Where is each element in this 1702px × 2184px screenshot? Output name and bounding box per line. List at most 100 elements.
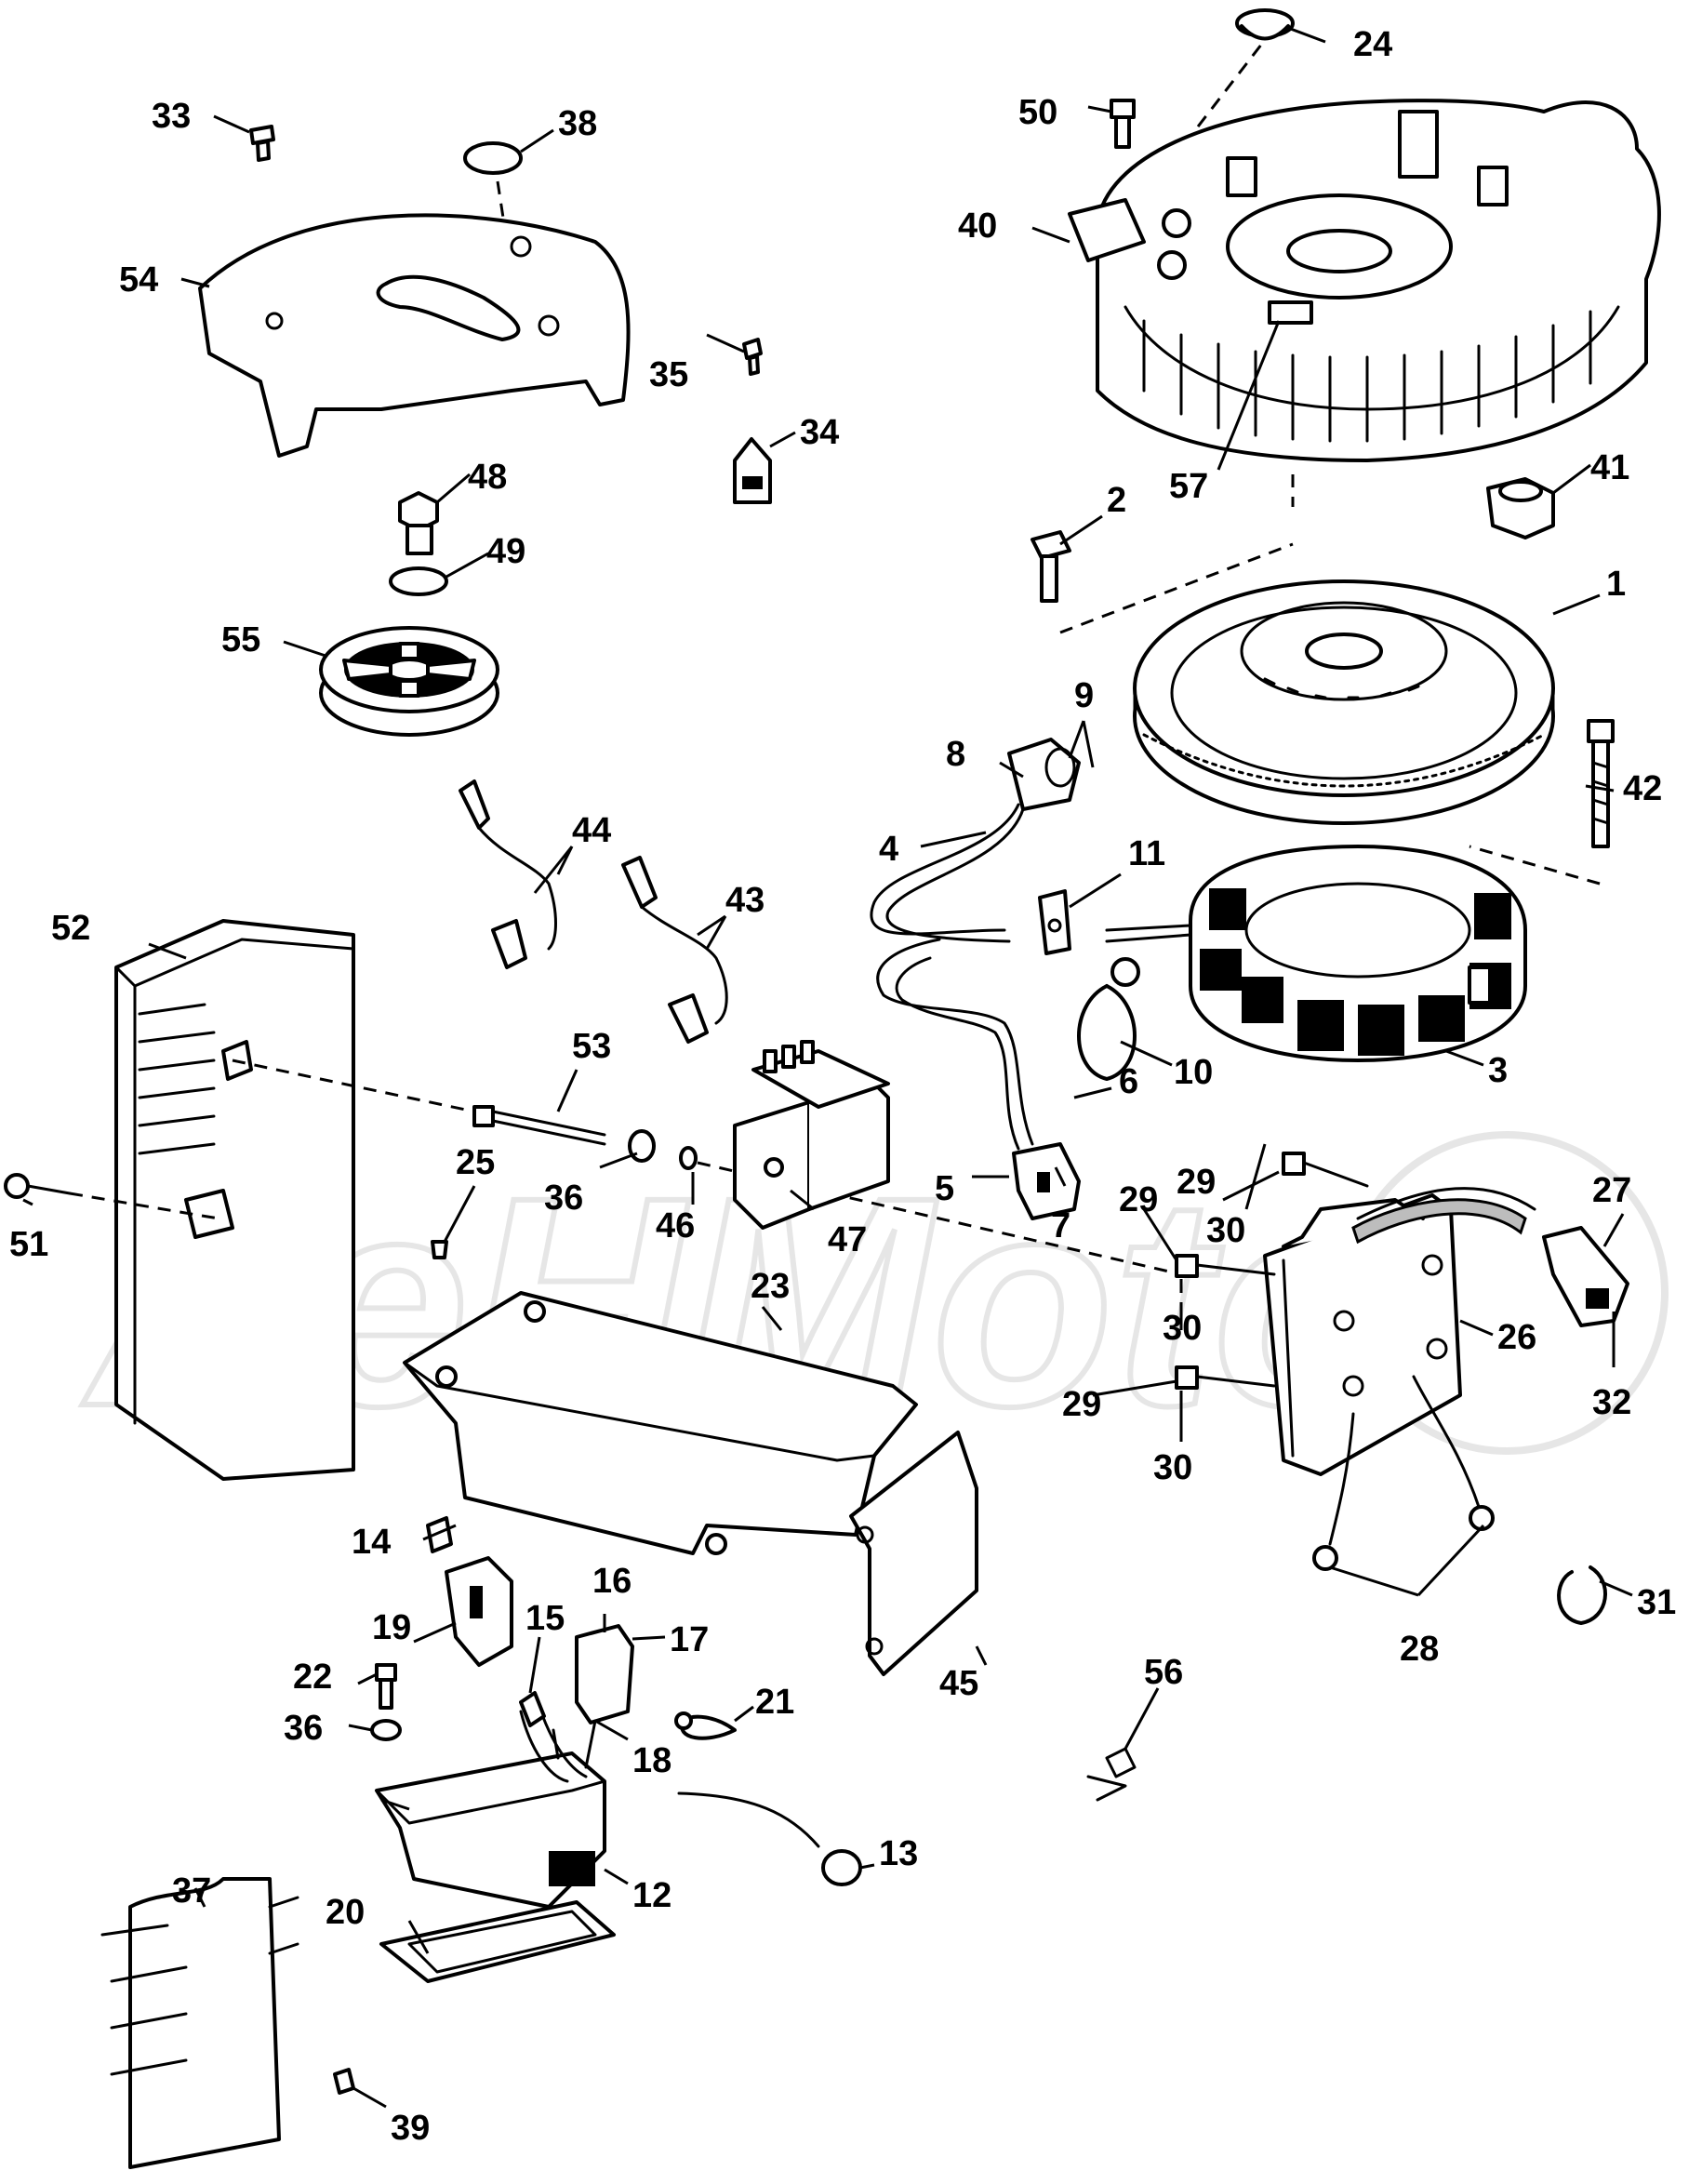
callout-2: 2	[1107, 481, 1126, 520]
callout-43: 43	[725, 881, 765, 920]
pulley-55-part	[319, 626, 499, 737]
screw-39-part	[333, 2068, 355, 2095]
callout-34: 34	[800, 413, 839, 452]
bolt-2-part	[1031, 530, 1071, 603]
screw-33-part	[249, 125, 275, 162]
plug-38-part	[463, 141, 523, 175]
flywheel-cover-part	[1068, 99, 1661, 462]
guide-42	[1469, 845, 1601, 886]
access-panel-52-part	[114, 919, 355, 1481]
leader-lines	[22, 26, 1633, 2109]
callout-52: 52	[51, 909, 90, 948]
cover-37-part	[100, 1877, 299, 2169]
tie-strap-10-part	[1077, 957, 1140, 1081]
terminal-15-part	[519, 1691, 546, 1727]
callout-41: 41	[1590, 448, 1629, 487]
spark-lead-44-part	[459, 779, 557, 969]
callout-20: 20	[326, 1893, 365, 1932]
bolt-48-part	[398, 491, 439, 555]
callout-18: 18	[632, 1741, 671, 1780]
tie-21-part	[680, 1714, 737, 1740]
connector-19-part	[445, 1556, 513, 1667]
callout-39: 39	[391, 2109, 430, 2148]
callout-11: 11	[1128, 834, 1165, 873]
screw-22-part	[375, 1663, 397, 1710]
callout-33: 33	[152, 97, 191, 136]
callout-50: 50	[1018, 93, 1057, 132]
guide-51	[69, 1192, 219, 1220]
washer-49-part	[389, 566, 448, 596]
callout-10: 10	[1174, 1053, 1213, 1092]
callout-48: 48	[468, 458, 507, 497]
callout-15: 15	[525, 1599, 565, 1638]
callout-30c: 30	[1153, 1448, 1192, 1487]
spark-lead-43-part	[621, 856, 728, 1044]
callout-28: 28	[1400, 1630, 1439, 1669]
nut-41-part	[1486, 477, 1555, 539]
callout-32: 32	[1592, 1383, 1631, 1422]
callout-4: 4	[879, 830, 898, 869]
callout-55: 55	[221, 620, 260, 659]
screw-25-part	[431, 1240, 448, 1259]
callout-22: 22	[293, 1658, 332, 1697]
callout-29c: 29	[1062, 1385, 1101, 1424]
screw-51-part	[4, 1173, 72, 1199]
callout-37: 37	[172, 1871, 211, 1911]
gasket-20-part	[379, 1900, 616, 1983]
connectors-29-30-part	[1175, 1152, 1369, 1390]
callout-30a: 30	[1206, 1211, 1245, 1250]
clamp-11-part	[1038, 889, 1071, 955]
callout-30b: 30	[1163, 1309, 1202, 1348]
callout-6: 6	[1119, 1062, 1138, 1101]
callout-21: 21	[755, 1683, 794, 1722]
callout-35: 35	[649, 355, 688, 394]
strap-31-part	[1557, 1565, 1607, 1625]
washer-36-part	[628, 1129, 656, 1163]
callout-40: 40	[958, 206, 997, 246]
stator-part	[1189, 845, 1527, 1062]
callout-49: 49	[486, 532, 525, 571]
callout-5: 5	[935, 1169, 954, 1208]
wires-15-18	[519, 1691, 597, 1783]
callout-9: 9	[1074, 676, 1094, 715]
clip-14-part	[426, 1516, 453, 1553]
callout-36a: 36	[544, 1179, 583, 1218]
callout-45: 45	[939, 1664, 978, 1703]
guide-2	[1059, 542, 1294, 634]
harness-27-wire	[1356, 1187, 1536, 1220]
callout-7: 7	[1051, 1206, 1070, 1245]
callout-54: 54	[119, 260, 158, 300]
callout-44: 44	[572, 811, 611, 850]
guide-46	[697, 1161, 1182, 1276]
connector-32-part	[1542, 1226, 1629, 1327]
tie-21-head	[674, 1711, 693, 1730]
rope-plate-54-part	[198, 213, 631, 458]
callout-31: 31	[1637, 1583, 1676, 1622]
callout-13: 13	[879, 1834, 918, 1873]
connector-16-part	[575, 1624, 634, 1725]
callout-1: 1	[1606, 565, 1626, 604]
callout-26: 26	[1497, 1318, 1536, 1357]
callout-23: 23	[751, 1267, 790, 1306]
harness-sleeve	[1351, 1198, 1527, 1245]
callout-3: 3	[1488, 1051, 1508, 1090]
guide-53	[232, 1059, 475, 1113]
harness-4-part	[870, 738, 1081, 1151]
callout-38: 38	[558, 104, 597, 143]
bracket-23-part	[403, 1291, 918, 1555]
ground-13-part	[677, 1791, 862, 1886]
bolt-53-part	[472, 1105, 606, 1146]
connector-5-part	[1012, 1142, 1081, 1220]
wedge-34-part	[733, 437, 772, 504]
callout-46: 46	[656, 1206, 695, 1245]
bolt-42-part	[1587, 719, 1615, 848]
plate-45-part	[849, 1431, 978, 1676]
regulator-12-part	[375, 1751, 606, 1909]
callout-42: 42	[1623, 769, 1662, 808]
callout-12: 12	[632, 1876, 671, 1915]
callout-36b: 36	[284, 1709, 323, 1748]
callout-16: 16	[592, 1562, 632, 1601]
ignition-coil-47-part	[733, 1040, 890, 1230]
